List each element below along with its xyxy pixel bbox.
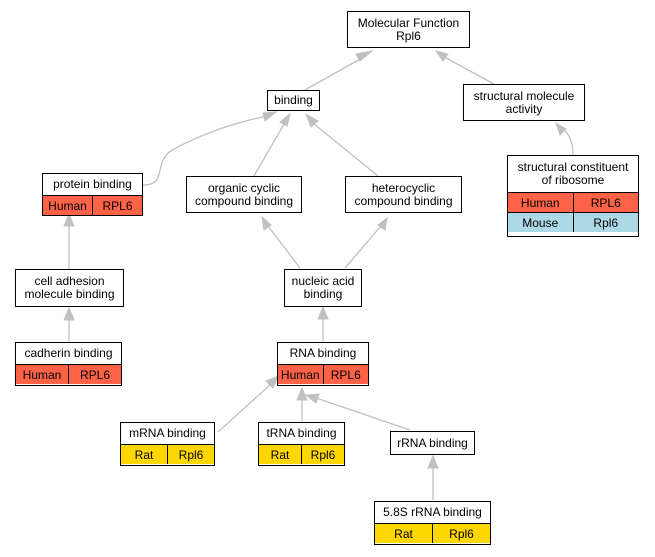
arrowhead-heterocyclic — [377, 216, 388, 231]
annotation-row: Rat Rpl6 — [121, 444, 214, 464]
node-5-8s-rrna-binding[interactable]: 5.8S rRNA binding Rat Rpl6 — [374, 501, 491, 545]
species-cell: Rat — [259, 445, 301, 464]
node-label: cadherin binding — [24, 346, 113, 360]
node-heterocyclic-compound-binding[interactable]: heterocyclic compound binding — [345, 176, 462, 213]
node-label: cell adhesion molecule binding — [24, 274, 115, 301]
edge-mrna-rna — [217, 384, 271, 433]
node-structural-constituent-of-ribosome[interactable]: structural constituent of ribosome Human… — [507, 155, 639, 237]
species-cell: Human — [508, 193, 573, 212]
node-cell-adhesion-molecule-binding[interactable]: cell adhesion molecule binding — [15, 269, 124, 307]
arrowhead-root-from-binding — [355, 50, 374, 62]
edge-nucleic-organic — [267, 225, 301, 269]
node-structural-molecule-activity[interactable]: structural molecule activity — [463, 84, 585, 121]
arrowhead-rna-from-rrna — [304, 393, 320, 404]
node-label: tRNA binding — [266, 426, 337, 440]
species-cell: Mouse — [508, 213, 573, 232]
node-mrna-binding[interactable]: mRNA binding Rat Rpl6 — [120, 422, 215, 466]
arrowhead-nucleic-acid — [317, 305, 329, 320]
arrowhead-structural-activity — [555, 121, 567, 136]
node-organic-cyclic-compound-binding[interactable]: organic cyclic compound binding — [186, 176, 302, 213]
node-cadherin-binding[interactable]: cadherin binding Human RPL6 — [15, 342, 122, 386]
edge-structural-activity-root — [445, 57, 495, 85]
annotation-row-mouse: Mouse Rpl6 — [508, 212, 638, 232]
annotation-row: Human RPL6 — [43, 195, 142, 215]
arrowhead-binding-from-heterocyclic — [305, 112, 319, 128]
node-rrna-binding[interactable]: rRNA binding — [390, 431, 475, 455]
node-label: mRNA binding — [129, 426, 206, 440]
node-label: Molecular Function Rpl6 — [357, 15, 460, 43]
species-cell: Human — [43, 196, 92, 215]
gene-cell: RPL6 — [322, 365, 368, 384]
species-cell: Human — [16, 365, 68, 384]
node-label: 5.8S rRNA binding — [383, 505, 482, 519]
node-trna-binding[interactable]: tRNA binding Rat Rpl6 — [258, 422, 345, 466]
arrowhead-root-from-structural — [434, 50, 449, 62]
arrowhead-cell-adhesion — [63, 306, 75, 321]
annotation-row: Human RPL6 — [278, 364, 368, 384]
gene-cell: Rpl6 — [301, 445, 344, 464]
node-binding[interactable]: binding — [267, 90, 320, 111]
gene-cell: Rpl6 — [167, 445, 214, 464]
gene-cell: Rpl6 — [572, 213, 638, 232]
gene-cell: Rpl6 — [432, 524, 490, 543]
arrowhead-rna-from-mrna — [265, 375, 279, 389]
edge-protein-binding-binding — [142, 115, 269, 186]
gene-cell: RPL6 — [68, 365, 121, 384]
arrowhead-rrna — [427, 454, 439, 469]
annotation-row: Rat Rpl6 — [375, 523, 490, 543]
arrowhead-organic-cyclic — [261, 215, 272, 231]
node-label: binding — [274, 93, 313, 107]
node-label: RNA binding — [289, 346, 357, 360]
species-cell: Human — [278, 365, 323, 384]
edge-organic-cyclic-binding — [253, 123, 285, 177]
edge-rrna-rna — [315, 397, 411, 431]
annotation-row: Rat Rpl6 — [259, 444, 344, 464]
arrowhead-rna-from-trna — [296, 386, 308, 401]
node-label: protein binding — [53, 177, 132, 191]
node-label: rRNA binding — [397, 435, 468, 450]
node-rna-binding[interactable]: RNA binding Human RPL6 — [277, 342, 369, 386]
gene-cell: RPL6 — [572, 193, 638, 212]
node-label: structural molecule activity — [473, 88, 575, 116]
node-label: heterocyclic compound binding — [354, 180, 453, 208]
arrowhead-binding-from-organic — [279, 112, 291, 127]
arrowhead-protein-binding — [63, 212, 75, 227]
gene-cell: RPL6 — [92, 196, 142, 215]
edge-nucleic-heterocyclic — [344, 225, 382, 269]
edge-heterocyclic-binding — [313, 123, 379, 177]
edge-binding-root — [304, 57, 363, 91]
species-cell: Rat — [375, 524, 432, 543]
arrowhead-binding-from-protein — [262, 111, 278, 122]
species-cell: Rat — [121, 445, 167, 464]
node-molecular-function-root[interactable]: Molecular Function Rpl6 — [347, 11, 470, 48]
node-protein-binding[interactable]: protein binding Human RPL6 — [42, 173, 143, 216]
node-label: organic cyclic compound binding — [194, 180, 294, 208]
node-nucleic-acid-binding[interactable]: nucleic acid binding — [284, 269, 362, 307]
annotation-row-human: Human RPL6 — [508, 192, 638, 212]
node-label: structural constituent of ribosome — [517, 160, 629, 187]
annotation-row: Human RPL6 — [16, 364, 121, 384]
node-label: nucleic acid binding — [291, 274, 355, 301]
